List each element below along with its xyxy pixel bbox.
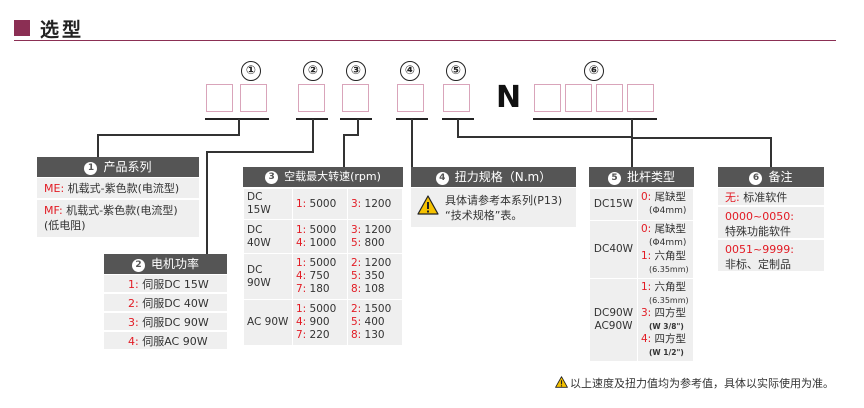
- code-box-1b: [240, 84, 267, 112]
- list-item: ME: 机载式-紫色款(电流型): [37, 178, 199, 199]
- list-item: MF: 机载式-紫色款(电流型) (低电阻): [37, 200, 199, 238]
- code-box-4: [397, 84, 424, 112]
- connector-4: [411, 119, 413, 168]
- card-motor-power-header: 2 电机功率: [104, 254, 227, 274]
- warning-icon: [417, 195, 439, 215]
- card-title: 扭力规格（N.m）: [454, 170, 552, 184]
- header-divider: [14, 40, 836, 41]
- code-box-1a: [206, 84, 233, 112]
- card-title: 电机功率: [150, 257, 199, 271]
- list-item: 3: 伺服DC 90W: [104, 313, 227, 331]
- table-row: DC40W 0: 尾缺型(Φ4mm)1: 六角型(6.35mm): [589, 220, 694, 279]
- list-item: 2: 伺服DC 40W: [104, 294, 227, 312]
- torque-note: 具体请参考本系列(P13) “技术规格”表。: [411, 188, 576, 228]
- card-number-badge: 3: [265, 171, 279, 184]
- code-box-6a: [534, 84, 561, 112]
- card-title: 空载最大转速(rpm): [284, 170, 381, 183]
- card-torque-header: 4 扭力规格（N.m）: [411, 167, 576, 187]
- code-box-3: [342, 84, 369, 112]
- card-number-badge: 6: [749, 172, 763, 185]
- code-box-6b: [565, 84, 592, 112]
- code-number-4: ④: [400, 61, 420, 81]
- card-title: 备注: [768, 170, 793, 184]
- warning-icon: [555, 376, 568, 388]
- list-item: 1: 伺服DC 15W: [104, 275, 227, 293]
- code-box-6d: [627, 84, 654, 112]
- card-title: 产品系列: [103, 160, 152, 174]
- table-row: DC15W 0: 尾缺型(Φ4mm): [589, 188, 694, 221]
- card-number-badge: 2: [131, 259, 145, 272]
- underline-1: [205, 118, 269, 120]
- code-number-1: ①: [241, 61, 261, 81]
- code-number-6: ⑥: [584, 61, 604, 81]
- footnote: 以上速度及扭力值均为参考值，具体以实际使用为准。: [570, 377, 834, 390]
- underline-6: [533, 118, 657, 120]
- code-number-3: ③: [346, 61, 366, 81]
- code-number-5: ⑤: [446, 61, 466, 81]
- code-letter-n: N: [496, 80, 522, 115]
- card-number-badge: 5: [607, 172, 621, 185]
- card-max-speed-header: 3 空载最大转速(rpm): [243, 167, 403, 187]
- connector-3: [357, 119, 359, 135]
- underline-3: [340, 118, 372, 120]
- list-item: 0051~9999:非标、定制品: [718, 240, 824, 272]
- code-box-5: [443, 84, 470, 112]
- card-number-badge: 4: [435, 172, 449, 185]
- connector-5: [457, 119, 459, 137]
- card-product-series-header: 1 产品系列: [37, 157, 199, 177]
- card-number-badge: 1: [84, 162, 98, 175]
- code-number-2: ②: [303, 61, 323, 81]
- code-box-6c: [596, 84, 623, 112]
- card-title: 批杆类型: [626, 170, 675, 184]
- connector-6: [631, 119, 633, 138]
- connector-2: [312, 119, 314, 152]
- page-title: 选型: [40, 19, 85, 41]
- list-item: 4: 伺服AC 90W: [104, 332, 227, 350]
- section-marker: [14, 20, 30, 36]
- code-box-2: [298, 84, 325, 112]
- list-item: 0000~0050:特殊功能软件: [718, 207, 824, 239]
- card-bit-type-header: 5 批杆类型: [589, 167, 694, 187]
- bit-type-table: DC15W 0: 尾缺型(Φ4mm) DC40W 0: 尾缺型(Φ4mm)1: …: [589, 188, 694, 362]
- card-remarks-header: 6 备注: [718, 167, 824, 187]
- table-row: DC 15W 1: 5000 3: 1200: [243, 188, 403, 220]
- connector-1: [238, 119, 240, 135]
- list-item: 无: 标准软件: [718, 188, 824, 206]
